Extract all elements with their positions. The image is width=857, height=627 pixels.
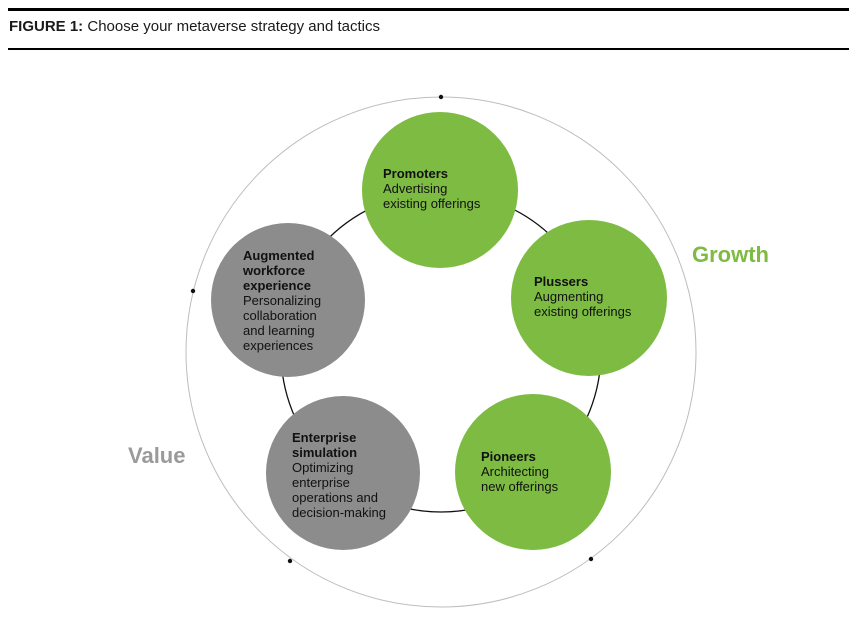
figure-header: FIGURE 1: Choose your metaverse strategy… (9, 18, 380, 35)
node-desc-line: existing offerings (383, 196, 481, 211)
node-desc-line: collaboration (243, 308, 317, 323)
header-top-rule (8, 8, 849, 11)
node-circle-enterprise-simulation (266, 396, 420, 550)
node-desc-line: Optimizing (292, 460, 353, 475)
node-title-line: Promoters (383, 166, 448, 181)
node-title-line: Pioneers (481, 449, 536, 464)
header-bottom-rule (8, 48, 849, 50)
node-circle-plussers (511, 220, 667, 376)
figure-title: Choose your metaverse strategy and tacti… (87, 18, 380, 35)
node-desc-line: decision-making (292, 505, 386, 520)
node-title-line: simulation (292, 445, 357, 460)
node-desc-line: operations and (292, 490, 378, 505)
node-desc-line: Augmenting (534, 289, 603, 304)
node-title-line: experience (243, 278, 311, 293)
outer-ring-marker (438, 94, 444, 100)
growth-label: Growth (692, 242, 769, 267)
outer-ring-marker (588, 556, 594, 562)
node-desc-line: and learning (243, 323, 315, 338)
node-desc-line: experiences (243, 338, 314, 353)
figure-label: FIGURE 1: (9, 18, 84, 35)
node-title-line: Plussers (534, 274, 588, 289)
node-desc-line: enterprise (292, 475, 350, 490)
node-title-line: Enterprise (292, 430, 356, 445)
node-title-line: Augmented (243, 248, 315, 263)
node-desc-line: existing offerings (534, 304, 632, 319)
outer-ring-marker (287, 558, 293, 564)
node-augmented-workforce-experience: AugmentedworkforceexperiencePersonalizin… (211, 223, 365, 377)
node-desc-line: Personalizing (243, 293, 321, 308)
node-desc-line: new offerings (481, 479, 559, 494)
value-label: Value (128, 443, 185, 468)
node-circle-augmented-workforce-experience (211, 223, 365, 377)
node-circle-promoters (362, 112, 518, 268)
node-circle-pioneers (455, 394, 611, 550)
node-enterprise-simulation: EnterprisesimulationOptimizingenterprise… (266, 396, 420, 550)
outer-ring-markers (190, 94, 594, 564)
node-desc-line: Architecting (481, 464, 549, 479)
outer-ring-marker (190, 288, 196, 294)
node-title-line: workforce (242, 263, 305, 278)
node-desc-line: Advertising (383, 181, 447, 196)
